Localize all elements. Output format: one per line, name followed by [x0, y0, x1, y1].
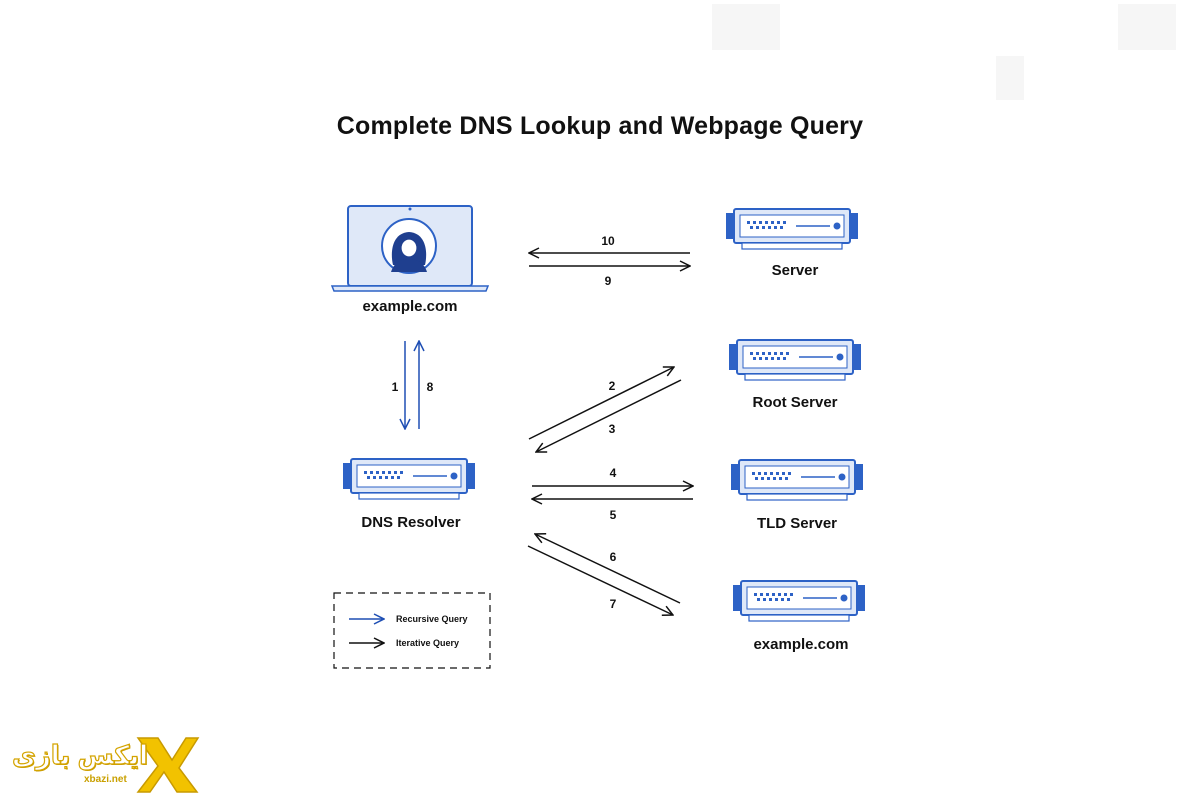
- legend-iterative-label: Iterative Query: [396, 638, 459, 648]
- arrow-step-7: [527, 545, 673, 615]
- arrow-step-3: [536, 379, 682, 452]
- arrow-step-6: [535, 534, 681, 604]
- arrow-step-2: [528, 367, 674, 440]
- root-server-icon: [728, 339, 862, 381]
- authoritative-server-label: example.com: [753, 636, 848, 653]
- watermark-site: xbazi.net: [84, 774, 127, 785]
- legend: Recursive Query Iterative Query: [333, 592, 491, 669]
- faint-block-1: [712, 4, 780, 50]
- dns-resolver-icon: [342, 458, 476, 500]
- tld-server-label: TLD Server: [757, 515, 837, 532]
- faint-block-2: [1118, 4, 1176, 50]
- server-label: Server: [772, 262, 819, 279]
- dns-resolver-label: DNS Resolver: [361, 514, 460, 531]
- step-label-5: 5: [610, 508, 617, 522]
- web-server-icon: [725, 208, 859, 250]
- legend-recursive-label: Recursive Query: [396, 614, 468, 624]
- watermark-x-logo: [136, 737, 200, 793]
- faint-block-3: [996, 56, 1024, 100]
- watermark-logo-text: ایکس بازی: [11, 739, 149, 770]
- authoritative-server-icon: [732, 580, 866, 622]
- step-label-6: 6: [610, 550, 617, 564]
- step-label-4: 4: [610, 466, 617, 480]
- step-label-8: 8: [427, 380, 434, 394]
- step-label-3: 3: [609, 422, 616, 436]
- laptop-icon: [330, 205, 490, 292]
- step-label-10: 10: [601, 234, 615, 248]
- step-label-9: 9: [605, 274, 612, 288]
- step-label-1: 1: [392, 380, 399, 394]
- watermark: ایکس بازی xbazi.net: [6, 728, 196, 794]
- page-title: Complete DNS Lookup and Webpage Query: [336, 112, 864, 140]
- user-avatar-icon: [391, 232, 427, 272]
- step-label-7: 7: [610, 597, 617, 611]
- root-server-label: Root Server: [752, 394, 837, 411]
- tld-server-icon: [730, 459, 864, 501]
- client-label: example.com: [362, 298, 457, 315]
- step-label-2: 2: [609, 379, 616, 393]
